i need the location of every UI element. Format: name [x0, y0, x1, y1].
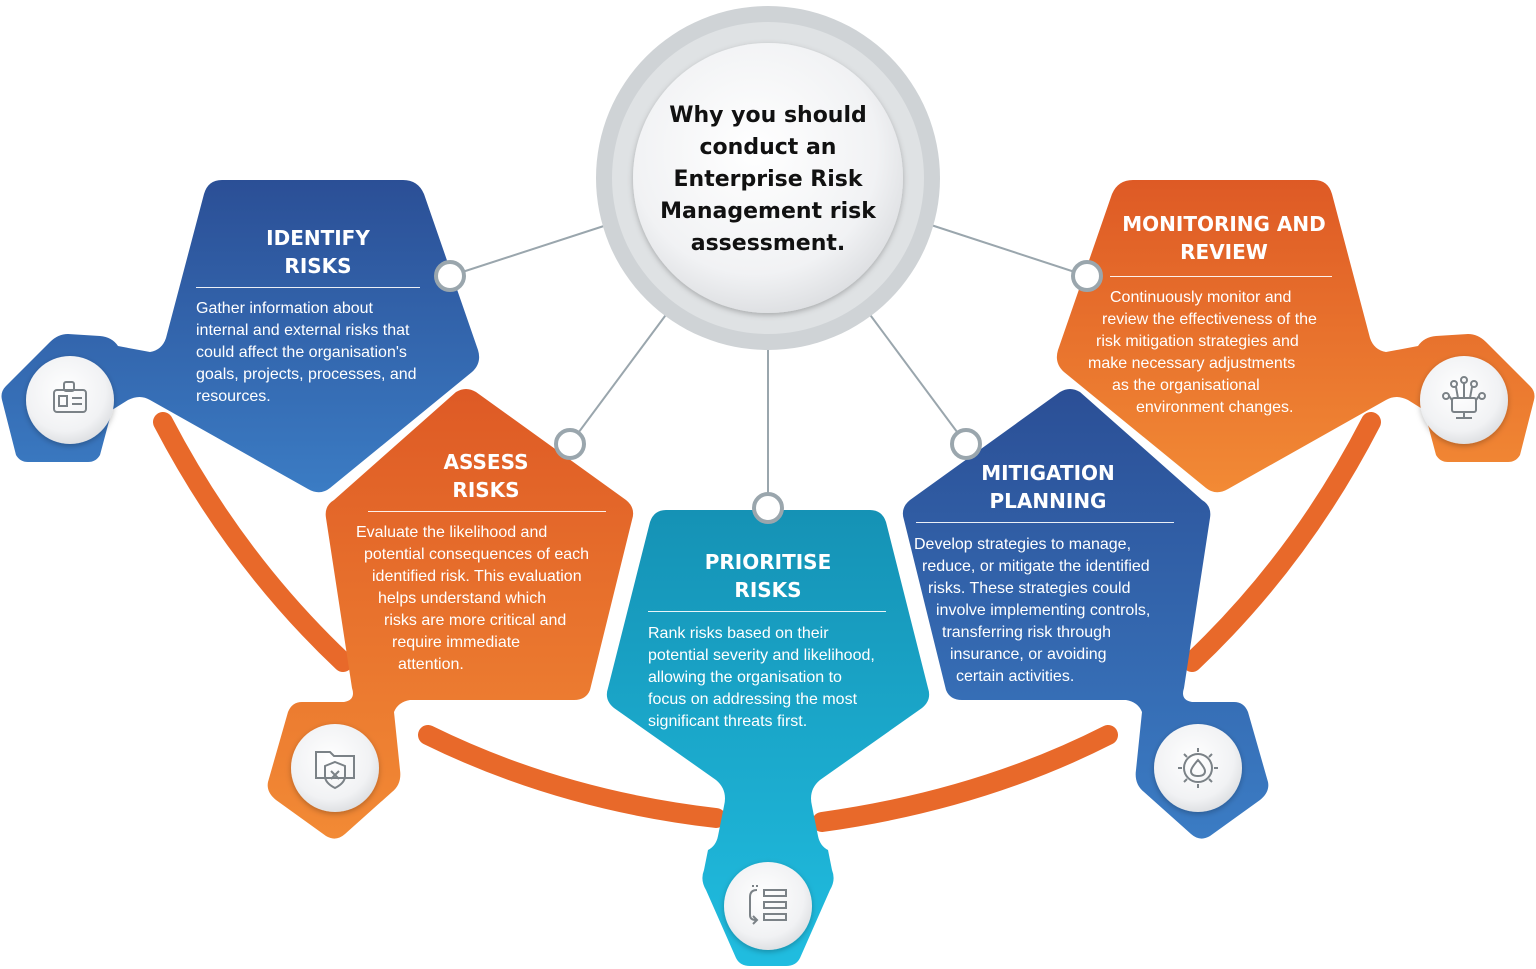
arc-assess-prioritise	[418, 725, 726, 828]
assess-risks-title: ASSESS RISKS	[386, 448, 586, 504]
monitoring-review-title: MONITORING AND REVIEW	[1112, 210, 1336, 266]
desc-line: helps understand which	[378, 590, 547, 607]
title-line: RISKS	[452, 478, 520, 502]
desc-line: review the effectiveness of the	[1102, 311, 1317, 328]
identify-divider	[196, 287, 420, 288]
mitigation-divider	[916, 522, 1174, 523]
shield-folder-icon	[291, 724, 379, 812]
prioritise-risks-description: Rank risks based on their potential seve…	[648, 623, 875, 733]
title-line: REVIEW	[1180, 240, 1268, 264]
identify-risks-title: IDENTIFY RISKS	[218, 224, 418, 280]
desc-line: Develop strategies to manage,	[914, 536, 1132, 553]
desc-line: as the organisational	[1112, 377, 1260, 394]
title-line: IDENTIFY	[266, 226, 370, 250]
desc-line: Rank risks based on their	[648, 625, 829, 642]
desc-line: risk mitigation strategies and	[1096, 333, 1299, 350]
desc-line: focus on addressing the most	[648, 691, 858, 708]
desc-line: internal and external risks that	[196, 322, 410, 339]
prioritise-divider	[648, 611, 886, 612]
title-line: MONITORING AND	[1122, 212, 1326, 236]
assess-divider	[368, 511, 606, 512]
desc-line: Evaluate the likelihood and	[356, 524, 548, 541]
center-line: Why you should	[669, 103, 867, 128]
sort-list-icon	[724, 862, 812, 950]
center-line: Enterprise Risk	[673, 167, 863, 192]
desc-line: environment changes.	[1136, 399, 1294, 416]
gear-drop-icon	[1154, 724, 1242, 812]
desc-line: reduce, or mitigate the identified	[922, 558, 1150, 575]
identify-risks-shape	[1, 180, 480, 493]
desc-line: Gather information about	[196, 300, 373, 317]
desc-line: risks. These strategies could	[928, 580, 1131, 597]
title-line: ASSESS	[443, 450, 529, 474]
desc-line: certain activities.	[956, 668, 1075, 685]
desc-line: significant threats first.	[648, 713, 808, 730]
center-line: conduct an	[699, 135, 837, 160]
monitoring-divider	[1110, 276, 1332, 277]
desc-line: resources.	[196, 388, 271, 405]
desc-line: insurance, or avoiding	[950, 646, 1107, 663]
desc-line: Continuously monitor and	[1110, 289, 1292, 306]
center-question: Why you should conduct an Enterprise Ris…	[648, 100, 888, 260]
desc-line: make necessary adjustments	[1088, 355, 1296, 372]
title-line: PRIORITISE	[704, 550, 832, 574]
mitigation-planning-title: MITIGATION PLANNING	[948, 459, 1148, 515]
center-line: assessment.	[690, 231, 846, 256]
title-line: PLANNING	[989, 489, 1107, 513]
title-line: RISKS	[284, 254, 352, 278]
desc-line: risks are more critical and	[384, 612, 567, 629]
title-line: RISKS	[734, 578, 802, 602]
assess-risks-shape	[267, 389, 634, 839]
center-circle	[596, 6, 940, 350]
id-card-icon	[26, 356, 114, 444]
desc-line: transferring risk through	[942, 624, 1111, 641]
desc-line: require immediate	[392, 634, 521, 651]
desc-line: identified risk. This evaluation	[372, 568, 582, 585]
assess-risks-description: Evaluate the likelihood and potential co…	[356, 522, 589, 676]
connector-arcs	[153, 412, 1381, 832]
center-connectors	[449, 223, 1088, 508]
mitigation-planning-description: Develop strategies to manage, reduce, or…	[914, 534, 1150, 688]
desc-line: involve implementing controls,	[936, 602, 1151, 619]
arc-identify-assess	[153, 412, 353, 672]
monitoring-review-shape	[1056, 180, 1535, 493]
arc-prioritise-mitigation	[812, 725, 1118, 832]
network-monitor-icon	[1420, 356, 1508, 444]
desc-line: potential severity and likelihood,	[648, 647, 875, 664]
desc-line: could affect the organisation's	[196, 344, 407, 361]
arc-mitigation-monitoring	[1182, 412, 1381, 672]
identify-risks-description: Gather information about internal and ex…	[196, 298, 417, 408]
title-line: MITIGATION	[981, 461, 1115, 485]
desc-line: attention.	[398, 656, 464, 673]
prioritise-risks-title: PRIORITISE RISKS	[668, 548, 868, 604]
desc-line: potential consequences of each	[364, 546, 590, 563]
center-line: Management risk	[660, 199, 876, 224]
prioritise-risks-shape	[606, 510, 930, 966]
desc-line: goals, projects, processes, and	[196, 366, 417, 383]
mitigation-planning-shape	[902, 389, 1269, 839]
desc-line: allowing the organisation to	[648, 669, 842, 686]
monitoring-review-description: Continuously monitor and review the effe…	[1088, 287, 1317, 419]
connector-rings	[434, 260, 1103, 524]
